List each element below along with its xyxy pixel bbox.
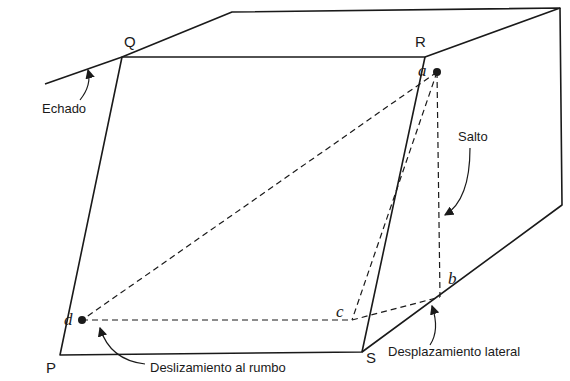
heave-line [352,297,440,320]
right-face [362,8,562,352]
point-letter: d [64,311,73,330]
corner-letter: Q [124,34,136,51]
throw-line [437,72,440,297]
strike-slip-line [82,319,352,320]
heave-leader [430,306,436,345]
throw-label: Salto [458,130,488,144]
dip-slip-line [352,72,437,320]
throw-leader [445,148,470,215]
dip-reference-line [45,57,122,84]
top-face [122,8,560,57]
point-d [78,316,86,324]
strike-slip-label: Deslizamiento al rumbo [150,361,286,375]
point-letter: a [418,62,427,81]
fault-plane [60,57,425,355]
dip-leader [80,70,89,100]
dip-label: Echado [42,102,86,116]
point-letter: c [336,303,344,322]
heave-label: Desplazamiento lateral [388,345,520,359]
strike-slip-leader [100,328,145,364]
net-slip-line [82,72,437,320]
corner-letter: P [46,360,56,377]
point-a [433,68,441,76]
point-letter: b [448,270,457,289]
corner-letter: S [366,350,376,367]
corner-letter: R [415,34,426,51]
